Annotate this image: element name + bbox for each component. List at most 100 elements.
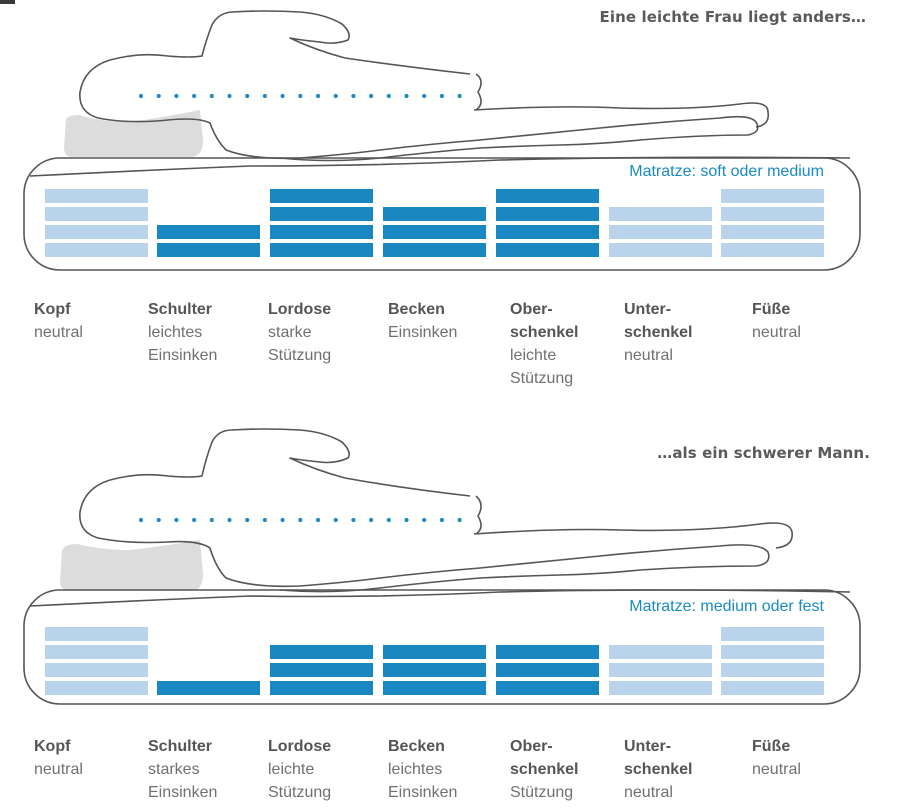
zone-label-schulter: Schulter starkes Einsinken (148, 735, 256, 804)
spine-dot (209, 517, 214, 523)
spine-dot (315, 93, 321, 99)
zone-description: neutral (624, 347, 673, 364)
spine-dot (227, 517, 232, 523)
zone-description: leichtes Einsinken (388, 761, 458, 801)
panel-heavy-man (23, 428, 861, 705)
spine-dot (174, 517, 179, 523)
zone-description: neutral (34, 324, 83, 341)
zone-bar (270, 681, 373, 695)
zone-bar (157, 225, 260, 239)
zone-bar (496, 663, 599, 677)
spine-dot (333, 517, 338, 523)
zone-description: starke Stützung (268, 324, 332, 364)
spine-dot (369, 93, 374, 99)
zone-bar (45, 225, 148, 239)
mattress-outline (23, 589, 861, 705)
zone-description: neutral (34, 761, 83, 778)
zone-label-schulter: Schulter leichtes Einsinken (148, 298, 256, 367)
zone-description: neutral (752, 761, 801, 778)
zone-bars (45, 627, 824, 695)
spine-dot (156, 93, 161, 99)
zone-bar (383, 225, 486, 239)
zone-label-fuesse: Füße neutral (752, 298, 860, 344)
spine-dot (298, 517, 303, 523)
zone-name: Lordose (268, 301, 332, 318)
zone-bar (45, 645, 148, 659)
spine-dot (457, 93, 462, 99)
spine-dot (262, 93, 267, 99)
zone-label-unterschenkel: Unter-schenkel neutral (624, 298, 732, 367)
zone-bar (270, 225, 373, 239)
zone-description: leichtes Einsinken (148, 324, 218, 364)
corner-mark (0, 0, 15, 4)
zone-name: Füße (752, 738, 791, 755)
zone-name: Becken (388, 301, 445, 318)
zone-label-oberschenkel: Ober-schenkel leichte Stützung (510, 298, 618, 390)
zone-bar (157, 243, 260, 257)
zone-name: Becken (388, 738, 445, 755)
zone-bar (45, 243, 148, 257)
zone-bar (45, 207, 148, 221)
zone-bar (721, 225, 824, 239)
zone-bar (270, 663, 373, 677)
spine-dot (457, 517, 462, 523)
spine-dot (192, 517, 197, 523)
zone-name: Kopf (34, 738, 71, 755)
zone-bar (270, 189, 373, 203)
zone-bar (609, 207, 712, 221)
spine-dot (192, 93, 197, 99)
zone-label-unterschenkel: Unter-schenkel neutral (624, 735, 732, 804)
spine-dot (404, 517, 409, 523)
zone-bar (609, 681, 712, 695)
zone-name: Ober-schenkel (510, 738, 579, 778)
zone-bar (721, 189, 824, 203)
spine-dot (245, 93, 250, 99)
zone-bar (383, 207, 486, 221)
spine-dot (333, 93, 338, 99)
panel-2-mattress-label: Matratze: medium oder fest (629, 598, 824, 615)
spine-dot (351, 93, 356, 99)
zone-name: Schulter (148, 301, 213, 318)
zone-bar (496, 189, 599, 203)
body-silhouette (79, 10, 770, 162)
spine-dot (138, 93, 144, 99)
zone-name: Lordose (268, 738, 332, 755)
zone-bar (496, 645, 599, 659)
zone-bar (496, 225, 599, 239)
pillow-shape (64, 110, 203, 157)
zone-bar (45, 663, 148, 677)
spine-dot (386, 93, 391, 99)
panel-2-headline: …als ein schwerer Mann. (657, 444, 870, 462)
zone-description: Einsinken (388, 324, 458, 341)
panel-1-headline: Eine leichte Frau liegt anders… (599, 8, 866, 26)
zone-label-kopf: Kopf neutral (34, 298, 142, 344)
zone-bar (383, 645, 486, 659)
spine-dot (138, 517, 144, 523)
zone-description: Stützung (510, 784, 574, 801)
zone-description: neutral (624, 784, 673, 801)
zone-label-becken: Becken Einsinken (388, 298, 496, 344)
zone-name: Kopf (34, 301, 71, 318)
spine-dot (209, 93, 214, 99)
body-silhouette (79, 428, 793, 593)
zone-bars (45, 189, 824, 257)
zone-bar (609, 645, 712, 659)
zone-bar (721, 663, 824, 677)
spine-dot (439, 93, 444, 99)
panel-1-mattress-label: Matratze: soft oder medium (629, 163, 824, 180)
zone-label-oberschenkel: Ober-schenkel Stützung (510, 735, 618, 804)
zone-description: neutral (752, 324, 801, 341)
zone-bar (383, 243, 486, 257)
spine-dot (298, 93, 303, 99)
spine-dot (351, 517, 356, 523)
zone-bar (270, 207, 373, 221)
zone-bar (721, 645, 824, 659)
zone-bar (383, 663, 486, 677)
zone-bar (45, 627, 148, 641)
zone-description: starkes Einsinken (148, 761, 218, 801)
zone-label-lordose: Lordose starke Stützung (268, 298, 376, 367)
spine-dot (227, 93, 232, 99)
zone-bar (609, 225, 712, 239)
spine-dot (315, 517, 321, 523)
